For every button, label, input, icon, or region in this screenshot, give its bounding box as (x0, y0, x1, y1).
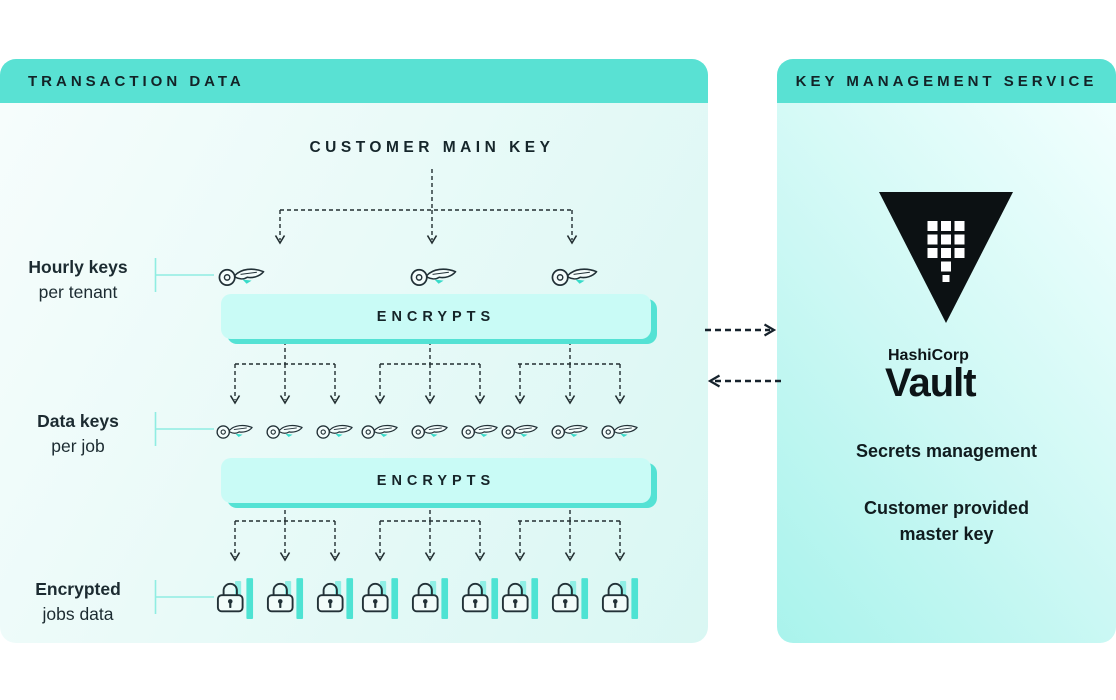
data-keys-group-3 (501, 419, 639, 442)
encrypted-job-lock-icon (601, 576, 639, 622)
encrypted-job-lock-icon (266, 576, 304, 622)
row-label-normal: jobs data (42, 604, 114, 624)
encrypted-job-lock-icon (501, 576, 539, 622)
vault-label: Vault (885, 361, 977, 405)
hourly-key-icon (551, 261, 599, 290)
hashicorp-label: HashiCorp (888, 347, 969, 364)
row-label-bold: Encrypted (35, 579, 121, 599)
encrypted-job-lock-icon (461, 576, 499, 622)
encrypts-label: ENCRYPTS (376, 472, 496, 489)
transaction-data-body (0, 103, 708, 643)
kms-header: KEY MANAGEMENT SERVICE (777, 59, 1116, 103)
data-key-icon (266, 419, 304, 442)
row-label-normal: per tenant (38, 282, 118, 302)
hourly-key-icon (218, 261, 266, 290)
row-label-bold: Data keys (37, 411, 119, 431)
data-key-icon (461, 419, 499, 442)
data-key-icon (601, 419, 639, 442)
customer-master-key-line1: Customer provided (863, 498, 1030, 518)
data-key-icon (361, 419, 399, 442)
encrypts-bar-2: ENCRYPTS (221, 458, 651, 503)
data-keys-group-2 (361, 419, 499, 442)
encrypted-job-lock-icon (551, 576, 589, 622)
data-key-icon (501, 419, 539, 442)
encrypted-jobs-group-1 (216, 576, 354, 622)
encrypted-job-lock-icon (216, 576, 254, 622)
secrets-management-label: Secrets management (855, 441, 1038, 461)
encrypts-label: ENCRYPTS (376, 308, 496, 325)
encrypted-jobs-group-2 (361, 576, 499, 622)
encrypted-job-lock-icon (316, 576, 354, 622)
transaction-data-panel: TRANSACTION DATA (0, 59, 708, 643)
encrypted-job-lock-icon (361, 576, 399, 622)
row-label-hourly-keys: Hourly keys per tenant (3, 255, 153, 305)
data-key-icon (551, 419, 589, 442)
data-keys-group-1 (216, 419, 354, 442)
transaction-data-title: TRANSACTION DATA (28, 72, 245, 90)
row-label-encrypted-jobs: Encrypted jobs data (3, 577, 153, 627)
customer-main-key-label: CUSTOMER MAIN KEY (309, 139, 555, 156)
customer-master-key-label: Customer provided master key (777, 495, 1116, 547)
row-label-data-keys: Data keys per job (3, 409, 153, 459)
encrypted-job-lock-icon (411, 576, 449, 622)
hourly-key-icon (410, 261, 458, 290)
customer-master-key-line2: master key (899, 524, 994, 544)
row-label-bold: Hourly keys (28, 257, 128, 277)
encrypted-jobs-group-3 (501, 576, 639, 622)
vault-logo-icon (879, 192, 1013, 323)
data-key-icon (316, 419, 354, 442)
data-key-icon (411, 419, 449, 442)
data-key-icon (216, 419, 254, 442)
encrypts-bar-1: ENCRYPTS (221, 294, 651, 339)
transaction-data-header: TRANSACTION DATA (0, 59, 708, 103)
row-label-normal: per job (51, 436, 105, 456)
kms-title: KEY MANAGEMENT SERVICE (795, 72, 1098, 90)
